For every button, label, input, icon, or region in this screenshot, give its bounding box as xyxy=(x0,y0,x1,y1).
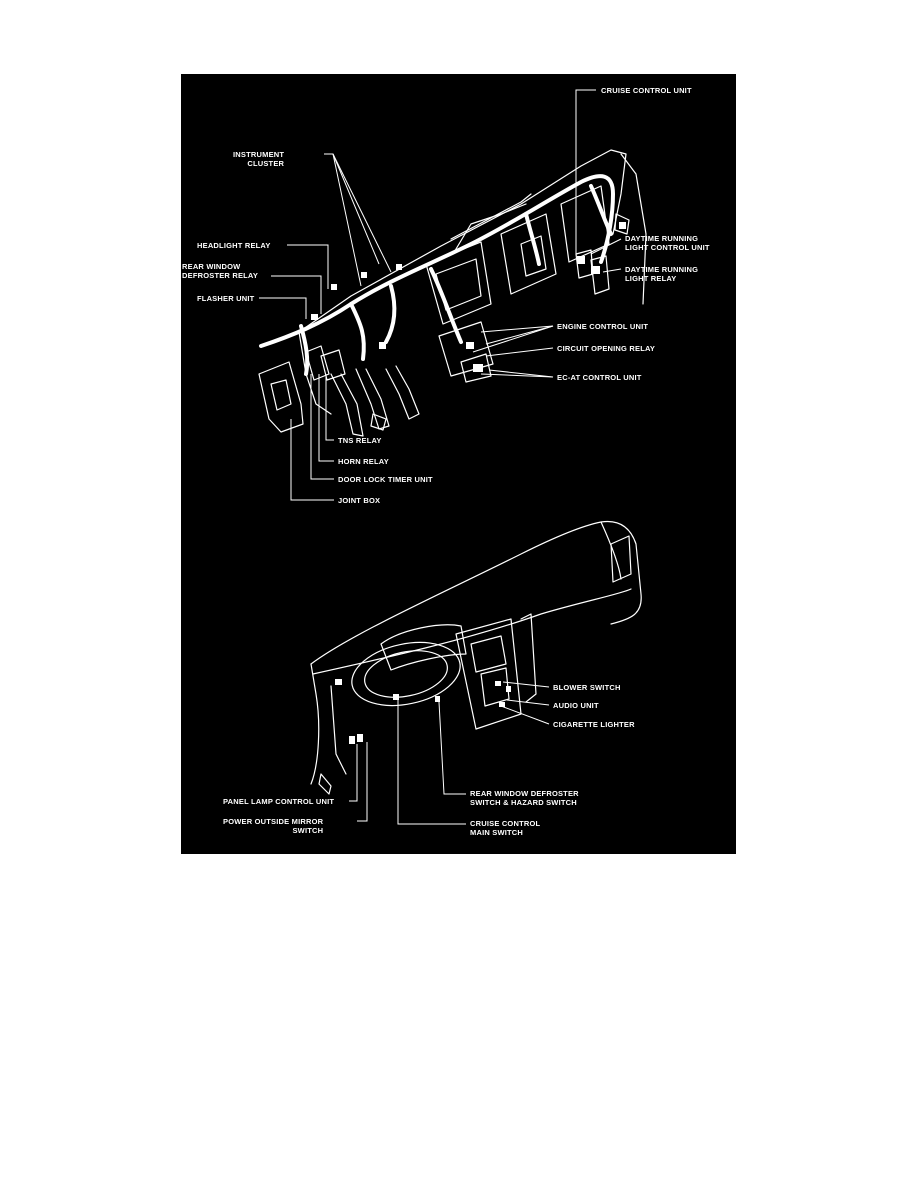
label-flasher-unit: FLASHER UNIT xyxy=(197,294,255,303)
label-audio-unit: AUDIO UNIT xyxy=(553,701,599,710)
lower-dashboard-drawing xyxy=(310,520,642,795)
label-cruise-control-unit: CRUISE CONTROL UNIT xyxy=(601,86,692,95)
leader-lines xyxy=(259,89,622,825)
label-joint-box: JOINT BOX xyxy=(338,496,381,505)
label-tns-relay: TNS RELAY xyxy=(338,436,382,445)
label-panel-lamp-control-unit: PANEL LAMP CONTROL UNIT xyxy=(223,797,335,806)
label-cigarette-lighter: CIGARETTE LIGHTER xyxy=(553,720,635,729)
label-circuit-opening-relay: CIRCUIT OPENING RELAY xyxy=(557,344,656,353)
label-blower-switch: BLOWER SWITCH xyxy=(553,683,621,692)
label-door-lock-timer-unit: DOOR LOCK TIMER UNIT xyxy=(338,475,433,484)
label-horn-relay: HORN RELAY xyxy=(338,457,389,466)
label-headlight-relay: HEADLIGHT RELAY xyxy=(197,241,271,250)
label-ec-at-control-unit: EC-AT CONTROL UNIT xyxy=(557,373,642,382)
upper-dashboard-drawing xyxy=(258,149,647,437)
label-engine-control-unit: ENGINE CONTROL UNIT xyxy=(557,322,649,331)
diagram-artwork xyxy=(258,89,647,825)
